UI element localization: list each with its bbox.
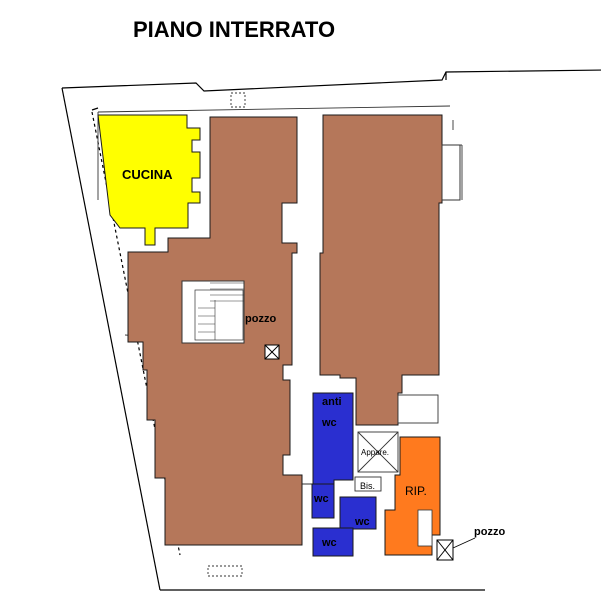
label-pozzo-inner: pozzo — [245, 313, 276, 325]
label-appare: Appare. — [361, 448, 389, 457]
label-wc-left: wc — [313, 493, 329, 505]
label-cucina: CUCINA — [122, 167, 173, 182]
room-wc-mid — [339, 496, 377, 530]
service-area — [354, 394, 439, 492]
label-anti-wc: wc — [321, 417, 337, 429]
label-pozzo-outer: pozzo — [474, 526, 505, 538]
label-wc-bottom: wc — [321, 537, 337, 549]
room-cucina — [97, 114, 201, 246]
plan-title: PIANO INTERRATO — [133, 17, 335, 42]
room-central-right — [319, 114, 443, 426]
wc-block — [311, 392, 377, 557]
label-bis: Bis. — [360, 481, 375, 491]
room-wc-bottom — [312, 527, 354, 557]
label-anti: anti — [322, 396, 342, 408]
room-wc-left — [311, 483, 335, 519]
label-wc-mid: wc — [354, 516, 370, 528]
building-outline — [61, 69, 601, 591]
well-outer — [436, 537, 476, 561]
well-inner — [264, 344, 280, 360]
stairwell — [181, 280, 245, 344]
label-rip: RIP. — [405, 484, 427, 498]
